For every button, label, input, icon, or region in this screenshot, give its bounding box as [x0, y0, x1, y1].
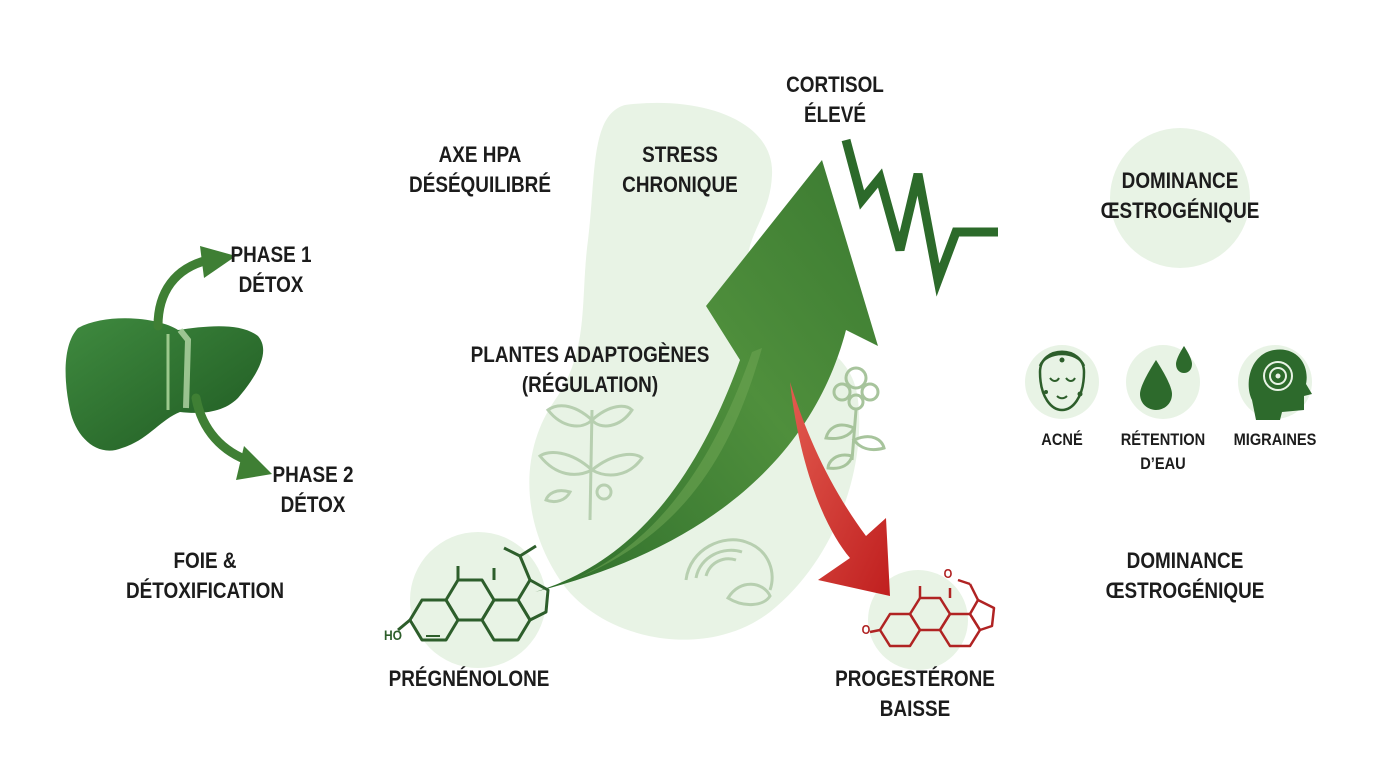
head-migraine-icon: [1238, 345, 1312, 420]
pregnenolone-label: PRÉGNÉNOLONE: [388, 666, 550, 691]
water-drops-icon: [1126, 345, 1200, 419]
progesterone-drop-arrow: [790, 382, 890, 596]
symptom-migraines-label: MIGRAINES: [1233, 430, 1317, 449]
mushroom-icon: [684, 538, 774, 606]
liver-detox-caption: FOIE &DÉTOXIFICATION: [125, 548, 285, 603]
progesterone-molecule-icon: [869, 578, 996, 648]
phase1-arrow: [153, 246, 236, 331]
stress-background-blob: [529, 102, 860, 640]
progesterone-o-left: O: [861, 622, 871, 637]
estrogen-top-background: [1110, 128, 1250, 268]
rising-cortisol-arrow: [535, 160, 878, 592]
pregnenolone-molecule-icon: [397, 544, 550, 642]
symptom-acne-label: ACNÉ: [1041, 430, 1083, 449]
progesterone-o-top: O: [943, 566, 953, 581]
cortisol-zigzag-line: [841, 138, 998, 297]
face-acne-icon: [1025, 345, 1099, 419]
leaf-plant-icon: [537, 404, 644, 521]
pregnenolone-background: [410, 532, 546, 668]
adaptogens-label: PLANTES ADAPTOGÈNES(RÉGULATION): [470, 342, 710, 397]
pregnenolone-ho-group: HO: [383, 627, 403, 643]
liver-icon: [65, 318, 264, 451]
phase2-arrow: [191, 393, 272, 480]
flower-herb-icon: [824, 366, 886, 470]
